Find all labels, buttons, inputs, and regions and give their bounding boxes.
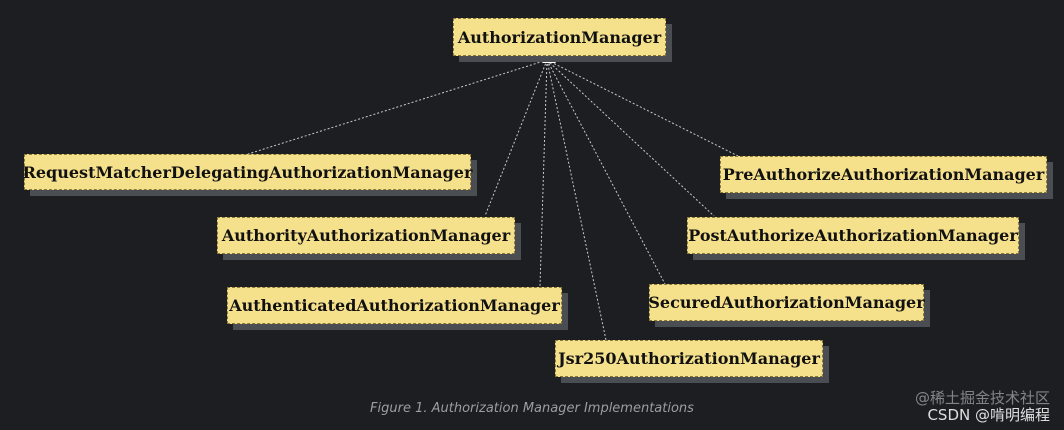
edge-authority	[484, 59, 548, 217]
edge-pre-authorize	[546, 59, 739, 157]
node-label: AuthorityAuthorizationManager	[221, 226, 511, 245]
node-label: PreAuthorizeAuthorizationManager	[722, 165, 1045, 184]
node-request-matcher-delegating: RequestMatcherDelegatingAuthorizationMan…	[22, 154, 473, 190]
node-label: SecuredAuthorizationManager	[648, 293, 925, 312]
node-label: PostAuthorizeAuthorizationManager	[688, 226, 1018, 245]
node-authority: AuthorityAuthorizationManager	[217, 217, 515, 254]
watermark: @稀土掘金技术社区 CSDN @啃明编程	[915, 390, 1050, 424]
node-label: AuthenticatedAuthorizationManager	[229, 296, 560, 315]
figure-caption: Figure 1. Authorization Manager Implemen…	[370, 401, 694, 416]
node-label: RequestMatcherDelegatingAuthorizationMan…	[22, 162, 473, 182]
node-label: AuthorizationManager	[457, 27, 662, 47]
node-authorization-manager: AuthorizationManager	[453, 18, 666, 56]
edge-request-matcher	[247, 59, 548, 155]
edge-post-authorize	[546, 59, 715, 217]
node-pre-authorize: PreAuthorizeAuthorizationManager	[720, 156, 1047, 193]
node-label: Jsr250AuthorizationManager	[558, 349, 820, 368]
node-post-authorize: PostAuthorizeAuthorizationManager	[687, 217, 1019, 254]
node-authenticated: AuthenticatedAuthorizationManager	[227, 287, 562, 324]
watermark-line-2: CSDN @啃明编程	[927, 406, 1050, 424]
edge-secured	[546, 59, 666, 285]
node-jsr250: Jsr250AuthorizationManager	[555, 340, 823, 377]
node-secured: SecuredAuthorizationManager	[648, 284, 925, 321]
watermark-line-1: @稀土掘金技术社区	[914, 389, 1050, 407]
generalization-arrowhead	[542, 53, 556, 63]
edge-authenticated	[539, 59, 548, 287]
